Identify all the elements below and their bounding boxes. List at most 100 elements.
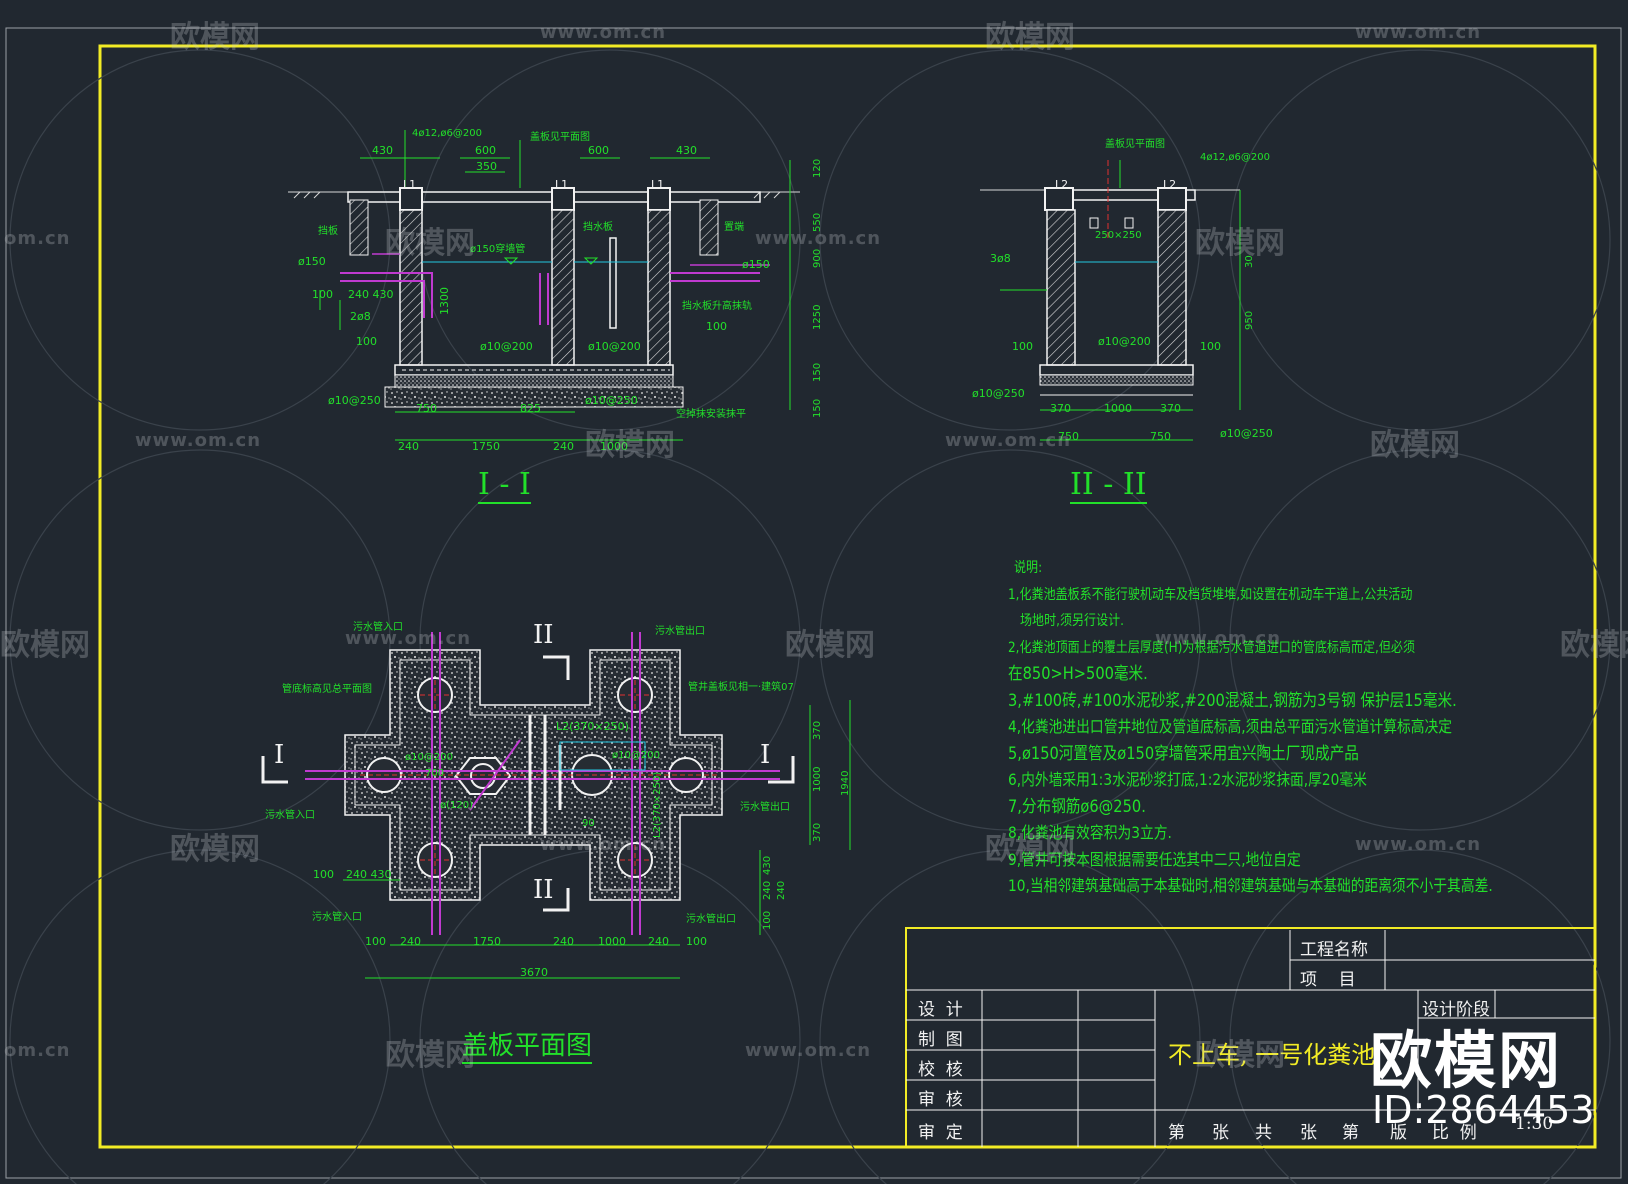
dim-top-1: 430 xyxy=(372,144,393,157)
label-100-right: 100 xyxy=(706,320,727,333)
label-rebar-3: ø10@250 xyxy=(328,394,381,407)
plan-drawing xyxy=(261,632,851,979)
note-line-4: 在850>H>500毫米. xyxy=(1008,664,1148,684)
dim-top-4: 600 xyxy=(588,144,609,157)
plan-label-rebar-2: ø10@200 xyxy=(612,750,660,761)
row-approve: 审 定 xyxy=(918,1123,963,1143)
plan-dim-bottom-240b: 240 xyxy=(553,935,574,948)
project-name-label: 工程名称 xyxy=(1300,940,1368,960)
s2-dim-750b: 750 xyxy=(1150,430,1171,443)
label-baffle: 挡板 xyxy=(318,226,338,237)
beam-label-2: L1 xyxy=(555,178,569,191)
plan-dim-240b: 240 xyxy=(776,880,787,900)
s2-dim-1000: 1000 xyxy=(1104,402,1132,415)
plan-label-diam: ø(120) xyxy=(440,800,474,811)
row-drafting: 制 图 xyxy=(918,1030,963,1050)
dim-bottom-1000: 1000 xyxy=(600,440,628,453)
label-2d8: 2ø8 xyxy=(350,310,371,323)
label-rebar-2: ø10@200 xyxy=(588,340,641,353)
section-mark-I-right: I xyxy=(760,740,771,770)
watermark-arcs xyxy=(9,49,1611,1184)
brand-logo-text: 欧模网 xyxy=(1370,1024,1563,1097)
drawing-frame xyxy=(98,44,1597,1149)
label-240-430: 240 430 xyxy=(348,288,394,301)
label-pipe-left: ø150 xyxy=(298,255,326,268)
note-line-3: 2,化粪池顶面上的覆土层厚度(H)为根据污水管道进口的管底标高而定,但必须 xyxy=(1008,639,1416,656)
sheet-label-3: 共 xyxy=(1255,1123,1272,1143)
design-notes: 说明: 1,化粪池盖板系不能行驶机动车及档货堆堆,如设置在机动车干道上,公共活动… xyxy=(1008,555,1572,900)
scale-label: 比 例 xyxy=(1432,1123,1477,1143)
plan-label-rebar-1: ø10@200 xyxy=(405,752,453,763)
dim-bottom-240a: 240 xyxy=(398,440,419,453)
sheet-label-1: 第 xyxy=(1168,1123,1185,1143)
sheet-label-6: 版 xyxy=(1390,1123,1407,1143)
plan-dim-bottom-1750: 1750 xyxy=(473,935,501,948)
rebar-label-top: 4ø12,ø6@200 xyxy=(412,128,482,139)
plan-label-inlet-top: 污水管入口 xyxy=(353,622,403,633)
plan-label-beam: L2(370×250) xyxy=(556,720,629,733)
note-line-2: 场地时,须另行设计. xyxy=(1020,613,1124,629)
outer-border xyxy=(5,27,1622,1179)
plan-label-outlet-bottom: 污水管出口 xyxy=(686,914,736,925)
label-wall-pipe: ø150穿墙管 xyxy=(470,244,526,255)
label-pipe-right: ø150 xyxy=(742,258,770,271)
dim-right-550: 550 xyxy=(812,212,823,232)
plan-dim-total: 3670 xyxy=(520,966,548,979)
label-base-note: 空掉抹安装抹平 xyxy=(676,409,746,420)
dim-right-150a: 150 xyxy=(812,362,823,382)
plan-title: 盖板平面图 xyxy=(462,1030,593,1064)
plan-label-beam-2: L2(370×250) xyxy=(652,771,663,838)
dim-bottom-1750: 1750 xyxy=(472,440,500,453)
plan-dim-430: 430 xyxy=(762,855,773,875)
s2-dim-370b: 370 xyxy=(1160,402,1181,415)
label-end: 置端 xyxy=(724,222,744,233)
plan-label-outlet-top: 污水管出口 xyxy=(655,626,705,637)
section-mark-II-top: II xyxy=(533,620,554,650)
note-line-6: 4,化粪池进出口管井地位及管道底标高,须由总平面污水管道计算标高决定 xyxy=(1008,717,1453,736)
s2-label-950: 950 xyxy=(1244,310,1255,330)
item-label: 项 目 xyxy=(1300,970,1356,990)
scale-value: 1:30 xyxy=(1515,1114,1554,1134)
section-mark-I-left: I xyxy=(274,740,285,770)
plan-dim-bottom-100a: 100 xyxy=(365,935,386,948)
drawing-title: 不上车, 一号化粪池 xyxy=(1168,1041,1376,1069)
plan-dim-240-430: 240 430 xyxy=(346,868,392,881)
design-stage-label: 设计阶段 xyxy=(1422,1000,1490,1020)
note-line-1: 1,化粪池盖板系不能行驶机动车及档货堆堆,如设置在机动车干道上,公共活动 xyxy=(1008,586,1413,603)
beam-label-3: L1 xyxy=(651,178,665,191)
s2-beam-2: L2 xyxy=(1163,178,1177,191)
label-1300: 1300 xyxy=(438,287,451,315)
plan-dim-bottom-100b: 100 xyxy=(686,935,707,948)
s2-label-100-right: 100 xyxy=(1200,340,1221,353)
plan-label-outlet-right: 污水管出口 xyxy=(740,802,790,813)
title-block-grid xyxy=(906,930,1595,1147)
title-block-frame xyxy=(905,927,1596,1148)
plan-label-inlet-left: 污水管入口 xyxy=(265,810,315,821)
dim-top-5: 430 xyxy=(676,144,697,157)
note-line-5: 3,#100砖,#100水泥砂浆,#200混凝土,钢筋为3号钢 保护层15毫米. xyxy=(1008,690,1457,711)
plan-label-cover-ref: 管井盖板见相一·建筑07 xyxy=(688,682,794,693)
label-rebar-1: ø10@200 xyxy=(480,340,533,353)
row-design: 设 计 xyxy=(918,1000,963,1020)
plan-dim-bottom-240a: 240 xyxy=(400,935,421,948)
s2-label-250: 250×250 xyxy=(1095,230,1142,241)
plan-dim-1000: 1000 xyxy=(812,766,823,792)
plan-dim-bottom-1000: 1000 xyxy=(598,935,626,948)
section-mark-II-bottom: II xyxy=(533,875,554,905)
dim-top-3: 350 xyxy=(476,160,497,173)
section-2-title: II - II xyxy=(1070,467,1147,504)
plan-dim-100-left: 100 xyxy=(313,868,334,881)
row-review: 审 核 xyxy=(918,1090,963,1110)
label-100-left: 100 xyxy=(312,288,333,301)
s2-beam-1: L2 xyxy=(1055,178,1069,191)
s2-label-3d8: 3ø8 xyxy=(990,252,1011,265)
sheet-label-2: 张 xyxy=(1212,1123,1229,1143)
s2-rebar-top: 4ø12,ø6@200 xyxy=(1200,152,1270,163)
note-line-7: 5,ø150河置管及ø150穿墙管采用宜兴陶土厂现成产品 xyxy=(1008,743,1359,764)
plan-label-inlet-bottom: 污水管入口 xyxy=(312,912,362,923)
plan-dim-370b: 370 xyxy=(812,822,823,842)
notes-heading: 说明: xyxy=(1014,560,1043,576)
s2-label-rebar-250b: ø10@250 xyxy=(1220,427,1273,440)
dim-right-120: 120 xyxy=(812,158,823,178)
